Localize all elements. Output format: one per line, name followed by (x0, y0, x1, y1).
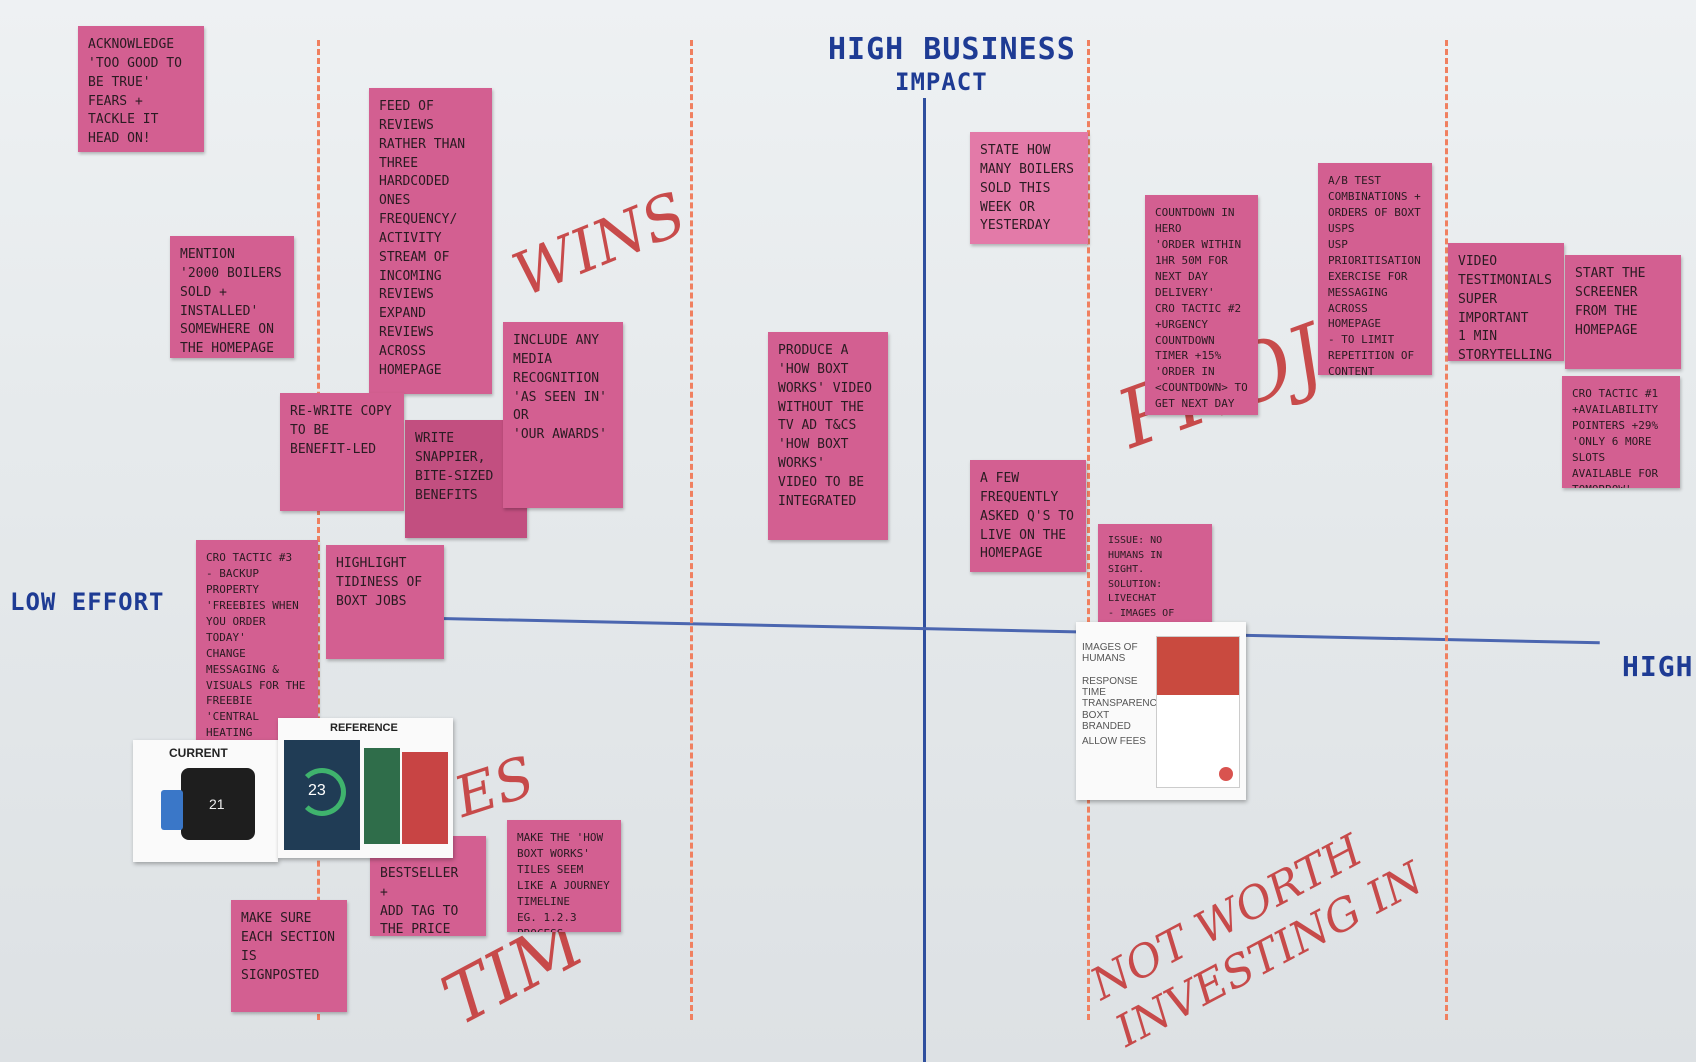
note-signposted: MAKE SURE EACH SECTION IS SIGNPOSTED (231, 900, 347, 1012)
printout-reference-label: REFERENCE (330, 722, 398, 734)
chat-row: RESPONSE TIME TRANSPARENCY (1082, 676, 1164, 709)
printout-current-label: CURRENT (169, 746, 228, 760)
reference-reading: 23 (308, 782, 326, 799)
axis-label-top-line1: HIGH BUSINESS (828, 32, 1076, 67)
printout-current: CURRENT 21 (133, 740, 278, 862)
note-cro-tactic-3: CRO TACTIC #3 - BACKUP PROPERTY 'FREEBIE… (196, 540, 318, 740)
note-acknowledge: ACKNOWLEDGE 'TOO GOOD TO BE TRUE' FEARS … (78, 26, 204, 152)
note-faq: A FEW FREQUENTLY ASKED Q'S TO LIVE ON TH… (970, 460, 1086, 572)
thermostat-image: 21 (181, 768, 255, 840)
note-rewrite-copy: RE-WRITE COPY TO BE BENEFIT-LED (280, 393, 404, 511)
horizontal-axis (439, 617, 1600, 645)
note-issue-livechat: ISSUE: NO HUMANS IN SIGHT. SOLUTION: LIV… (1098, 524, 1212, 636)
reference-dial (298, 768, 346, 816)
axis-label-left: LOW EFFORT (10, 588, 165, 616)
note-start-screener: START THE SCREENER FROM THE HOMEPAGE (1565, 255, 1681, 369)
note-cro-tactic-1: CRO TACTIC #1 +AVAILABILITY POINTERS +29… (1562, 376, 1680, 488)
note-ab-test: A/B TEST COMBINATIONS + ORDERS OF BOXT U… (1318, 163, 1432, 375)
chat-row: IMAGES OF HUMANS (1082, 642, 1138, 664)
printout-livechat: IMAGES OF HUMANS RESPONSE TIME TRANSPARE… (1076, 622, 1246, 800)
reference-screen-red (402, 752, 448, 844)
note-media-recognition: INCLUDE ANY MEDIA RECOGNITION 'AS SEEN I… (503, 322, 623, 508)
chat-row: ALLOW FEES (1082, 736, 1146, 747)
axis-label-right: HIGH (1622, 650, 1694, 683)
reference-screen-dark: 23 (284, 740, 360, 850)
chat-launcher-icon (1219, 767, 1233, 781)
marker-text-wins: WINS (503, 179, 696, 311)
dashed-divider (690, 40, 693, 1020)
dashed-divider (1445, 40, 1448, 1020)
dashed-divider (1087, 40, 1090, 1020)
thermostat-reading: 21 (209, 796, 225, 812)
dashed-divider (317, 40, 320, 1020)
chat-row: BOXT BRANDED (1082, 710, 1131, 732)
chat-widget-mock (1156, 636, 1240, 788)
axis-label-top-line2: IMPACT (895, 68, 988, 96)
chat-widget-header (1157, 637, 1239, 695)
marker-text-es: ES (446, 744, 543, 831)
note-countdown-hero: COUNTDOWN IN HERO 'ORDER WITHIN 1HR 50M … (1145, 195, 1258, 415)
vertical-axis (923, 98, 926, 1062)
note-video-testimonials: VIDEO TESTIMONIALS SUPER IMPORTANT 1 MIN… (1448, 243, 1564, 361)
printout-reference: REFERENCE 23 (278, 718, 453, 858)
phone-image (161, 790, 183, 830)
note-highlight-tidiness: HIGHLIGHT TIDINESS OF BOXT JOBS (326, 545, 444, 659)
note-state-boilers-sold: STATE HOW MANY BOILERS SOLD THIS WEEK OR… (970, 132, 1088, 244)
reference-screen-green (364, 748, 400, 844)
note-feed-of-reviews: FEED OF REVIEWS RATHER THAN THREE HARDCO… (369, 88, 492, 394)
note-journey-timeline: MAKE THE 'HOW BOXT WORKS' TILES SEEM LIK… (507, 820, 621, 932)
note-produce-video: PRODUCE A 'HOW BOXT WORKS' VIDEO WITHOUT… (768, 332, 888, 540)
marker-text-not-worth: NOT WORTH INVESTING IN (1082, 824, 1432, 1058)
note-mention: MENTION '2000 BOILERS SOLD + INSTALLED' … (170, 236, 294, 358)
